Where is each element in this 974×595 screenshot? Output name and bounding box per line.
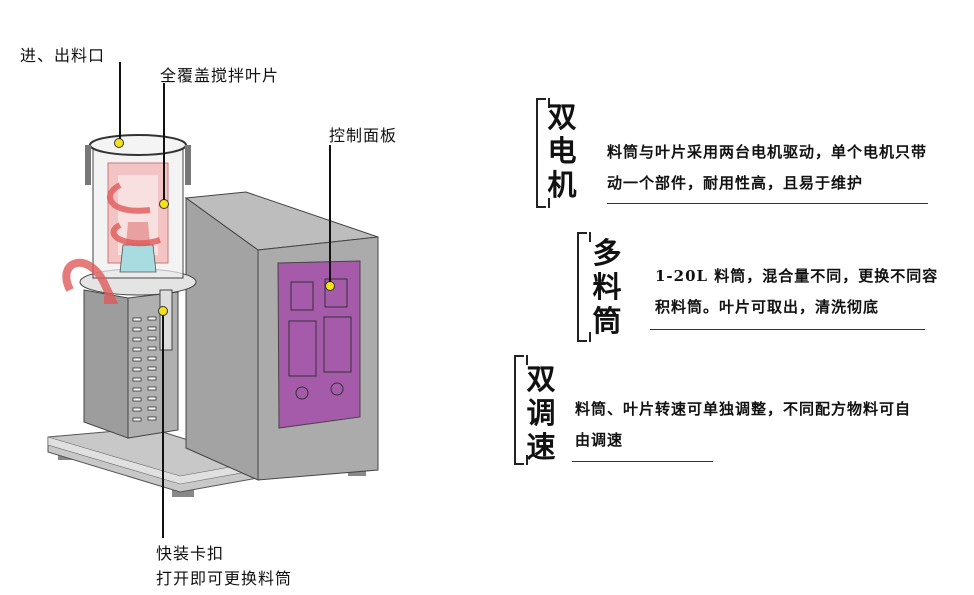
divider: [650, 329, 925, 330]
callout-clamp-label: 快装卡扣: [156, 544, 225, 563]
callout-dot-inlet: [114, 138, 124, 148]
divider: [607, 203, 928, 204]
feature-title: 双电机: [547, 100, 577, 202]
divider: [572, 461, 713, 462]
callout-inlet-label: 进、出料口: [20, 46, 106, 65]
callout-blade-label: 全覆盖搅拌叶片: [160, 66, 280, 85]
callout-dot-blade: [159, 199, 169, 209]
feature-title: 双调速: [526, 362, 556, 464]
cylinder-lid: [89, 134, 187, 156]
callout-clamp-sublabel: 打开即可更换料筒: [156, 569, 293, 588]
rotation-arrow: [62, 258, 119, 304]
callout-dot-panel: [325, 281, 335, 291]
feature-description: 料筒与叶片采用两台电机驱动，单个电机只带动一个部件，耐用性高，且易于维护: [607, 143, 928, 192]
feature-description: 1-20L 料筒，混合量不同，更换不同容积料筒。叶片可取出，清洗彻底: [655, 267, 939, 316]
quick-clamp: [159, 289, 173, 351]
callout-dot-clamp: [158, 306, 168, 316]
callout-panel-label: 控制面板: [329, 126, 398, 145]
feature-title: 多料筒: [592, 236, 622, 338]
column-side: [83, 289, 129, 439]
feature-description: 料筒、叶片转速可单独调整，不同配方物料可自由调速: [575, 400, 912, 449]
machine-foot: [172, 488, 194, 497]
